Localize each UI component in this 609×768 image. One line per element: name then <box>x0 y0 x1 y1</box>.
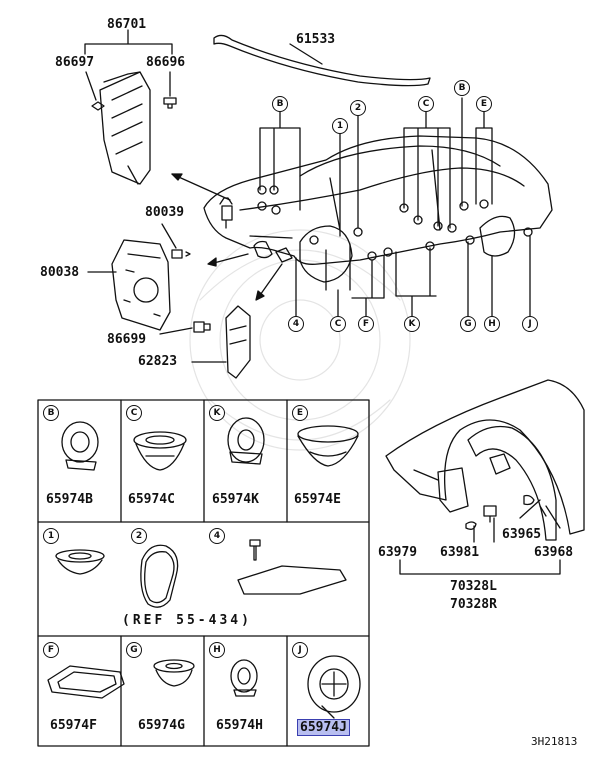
bottom-callout-leaders <box>295 235 531 319</box>
bolt-80039-drawing <box>161 223 191 259</box>
callout-bottom-g: G <box>460 316 476 332</box>
plate-2-drawing <box>140 544 179 608</box>
fender-70328-drawing <box>385 379 585 541</box>
cell-b-badge: B <box>43 405 59 421</box>
patch-4-drawing <box>237 539 347 595</box>
top-callout-leaders <box>259 97 493 237</box>
fender-leaders <box>399 499 561 575</box>
cell-g-badge: G <box>126 642 142 658</box>
cell-c-part: 65974C <box>128 492 175 507</box>
grommet-65974B-drawing <box>61 421 99 471</box>
part-label-86699: 86699 <box>107 332 147 347</box>
callout-bottom-k: K <box>404 316 420 332</box>
part-label-70328L: 70328L <box>450 579 497 594</box>
reference-note: (REF 55-434) <box>122 613 252 628</box>
callout-bottom-4: 4 <box>288 316 304 332</box>
part-label-70328R: 70328R <box>450 597 497 612</box>
callout-bottom-c: C <box>330 316 346 332</box>
callout-top-e: E <box>476 96 492 112</box>
part-label-63968: 63968 <box>534 545 574 560</box>
cell-c-badge: C <box>126 405 142 421</box>
part-label-86696: 86696 <box>146 55 186 70</box>
callout-bottom-f: F <box>358 316 374 332</box>
plate-65974F-drawing <box>47 665 125 699</box>
bracket-80038-drawing <box>87 239 171 331</box>
callout-top-b: B <box>272 96 288 112</box>
cell-2-badge: 2 <box>131 528 147 544</box>
cell-f-part: 65974F <box>50 718 97 733</box>
arrows-to-brackets <box>207 253 283 301</box>
grommet-65974K-drawing <box>227 417 265 465</box>
cell-k-badge: K <box>209 405 225 421</box>
bolt-86699-drawing <box>159 321 211 335</box>
cell-1-badge: 1 <box>43 528 59 544</box>
cell-k-part: 65974K <box>212 492 259 507</box>
plug-65974G-drawing <box>153 659 195 687</box>
cell-e-badge: E <box>292 405 308 421</box>
grommet-65974H-drawing <box>230 659 258 697</box>
clip-86696-drawing <box>163 71 177 109</box>
arrow-to-bracket <box>171 173 231 201</box>
part-label-86701: 86701 <box>107 17 147 32</box>
cell-b-part: 65974B <box>46 492 93 507</box>
cell-h-badge: H <box>209 642 225 658</box>
cell-f-badge: F <box>43 642 59 658</box>
bracket-62823-drawing <box>191 305 251 379</box>
part-label-63981: 63981 <box>440 545 480 560</box>
parts-table-frame <box>37 399 370 747</box>
part-label-61533: 61533 <box>296 32 336 47</box>
callout-top-c: C <box>418 96 434 112</box>
drawing-code: 3H21813 <box>531 735 578 748</box>
part-label-63965: 63965 <box>502 527 542 542</box>
callout-top-1: 1 <box>332 118 348 134</box>
part-label-62823: 62823 <box>138 354 178 369</box>
cell-j-part-highlighted[interactable]: 65974J <box>297 719 350 736</box>
callout-top-b2: B <box>454 80 470 96</box>
cell-4-badge: 4 <box>209 528 225 544</box>
plug-65974C-drawing <box>133 431 187 471</box>
cell-g-part: 65974G <box>138 718 185 733</box>
callout-bottom-j: J <box>522 316 538 332</box>
cell-h-part: 65974H <box>216 718 263 733</box>
grommet-1-drawing <box>55 549 105 575</box>
grommet-65974J-drawing <box>307 655 361 719</box>
cell-j-badge: J <box>292 642 308 658</box>
part-label-63979: 63979 <box>378 545 418 560</box>
center-clips-drawing <box>219 197 293 263</box>
part-label-80039: 80039 <box>145 205 185 220</box>
callout-bottom-h: H <box>484 316 500 332</box>
part-label-86697: 86697 <box>55 55 95 70</box>
callout-top-2: 2 <box>350 100 366 116</box>
part-label-80038: 80038 <box>40 265 80 280</box>
bracket-86701-drawing <box>84 29 173 185</box>
hood-seal-61533-drawing <box>213 34 431 87</box>
clip-86697-drawing <box>85 71 105 111</box>
plug-65974E-drawing <box>297 425 359 467</box>
cell-e-part: 65974E <box>294 492 341 507</box>
